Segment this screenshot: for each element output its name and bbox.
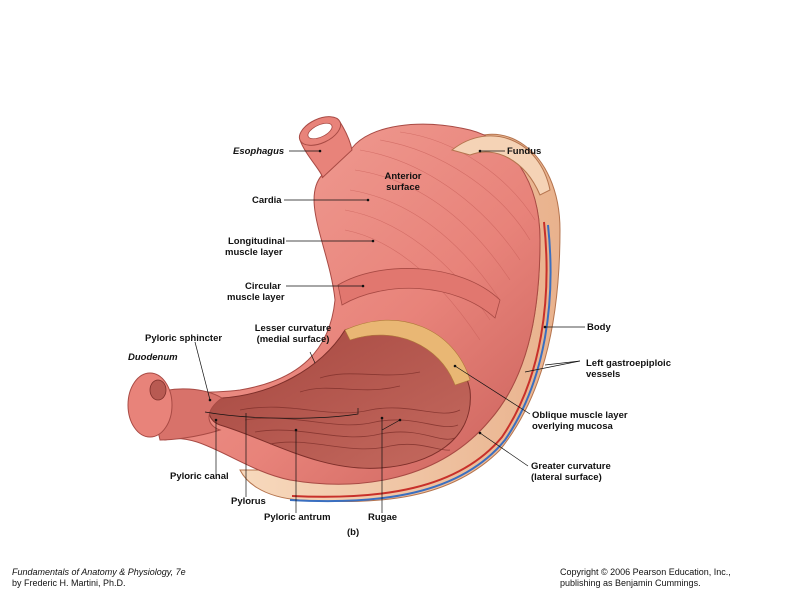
label-greater-curvature-line1: Greater curvature xyxy=(531,461,611,472)
label-fundus: Fundus xyxy=(507,146,542,157)
duodenum-opening xyxy=(127,372,173,438)
footer-author: by Frederic H. Martini, Ph.D. xyxy=(12,578,126,588)
gastroepiploic-vessel-red xyxy=(291,221,548,498)
label-longitudinal-line2: muscle layer xyxy=(225,247,283,258)
label-pylorus: Pylorus xyxy=(231,496,266,507)
label-pyloric-canal: Pyloric canal xyxy=(170,471,229,482)
label-left-gastroepiploic-line2: vessels xyxy=(586,369,621,380)
label-lesser-curvature-line1: Lesser curvature xyxy=(254,323,332,334)
muscle-fibers xyxy=(344,131,536,341)
label-oblique-line1: Oblique muscle layer xyxy=(532,410,628,421)
label-body: Body xyxy=(587,322,611,333)
label-pyloric-sphincter: Pyloric sphincter xyxy=(145,333,223,344)
label-esophagus: Esophagus xyxy=(233,146,285,157)
label-duodenum: Duodenum xyxy=(128,352,178,363)
label-rugae: Rugae xyxy=(368,512,398,523)
panel-label: (b) xyxy=(347,527,360,538)
label-cardia: Cardia xyxy=(252,195,282,206)
circular-muscle-band xyxy=(337,268,501,319)
gastroepiploic-vessel-blue xyxy=(289,224,552,503)
label-pyloric-antrum: Pyloric antrum xyxy=(264,512,331,523)
label-circular-line1: Circular xyxy=(245,281,281,292)
footer-copyright: Copyright © 2006 Pearson Education, Inc.… xyxy=(560,567,731,577)
label-anterior-line1: Anterior xyxy=(384,171,422,182)
label-circular-line2: muscle layer xyxy=(227,292,285,303)
rugae-folds xyxy=(239,371,461,451)
fundus-cut-edge xyxy=(450,135,551,196)
label-longitudinal-line1: Longitudinal xyxy=(228,236,285,247)
footer-publisher: publishing as Benjamin Cummings. xyxy=(560,578,701,588)
footer-book-title: Fundamentals of Anatomy & Physiology, 7e xyxy=(12,567,186,577)
leader-dots xyxy=(208,149,547,435)
label-oblique-line2: overlying mucosa xyxy=(532,421,613,432)
label-lesser-curvature-line2: (medial surface) xyxy=(256,334,330,345)
leader-lines xyxy=(194,150,585,513)
label-left-gastroepiploic-line1: Left gastroepiploic xyxy=(586,358,671,369)
label-greater-curvature-line2: (lateral surface) xyxy=(531,472,602,483)
label-anterior-line2: surface xyxy=(386,182,420,193)
